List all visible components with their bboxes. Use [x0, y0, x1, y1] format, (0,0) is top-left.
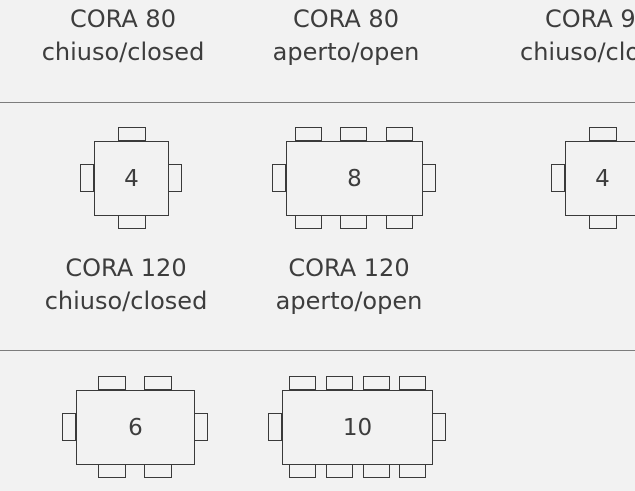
model-state: chiuso/closed: [41, 38, 205, 66]
seat: [422, 164, 436, 192]
seat: [289, 376, 316, 390]
capacity-number: 4: [124, 165, 139, 192]
model-name: CORA 120: [65, 254, 187, 282]
seat: [399, 464, 426, 478]
capacity-number: 8: [347, 165, 362, 192]
seat: [363, 464, 390, 478]
table-diagram-cora120-open: 10: [268, 376, 446, 478]
model-label-cora120-open: CORA 120 aperto/open: [239, 252, 459, 318]
model-name: CORA 80: [70, 5, 176, 33]
table-top: [286, 141, 423, 216]
seat: [194, 413, 208, 441]
table-diagram-cora120-closed: 6: [62, 376, 208, 478]
model-label-cora80-open: CORA 80 aperto/open: [236, 3, 456, 69]
seat: [589, 127, 617, 141]
model-name: CORA 80: [293, 5, 399, 33]
seat: [62, 413, 76, 441]
table-top: [565, 141, 635, 216]
model-label-cora9x-closed: CORA 9 chiuso/clo: [520, 3, 635, 69]
model-state: chiuso/closed: [44, 287, 208, 315]
model-label-cora120-closed: CORA 120 chiuso/closed: [16, 252, 236, 318]
seat: [386, 127, 413, 141]
seat: [268, 413, 282, 441]
section-divider: [0, 102, 635, 103]
seat: [98, 464, 126, 478]
table-diagram-cora80-closed: 4: [80, 127, 184, 229]
capacity-number: 6: [128, 414, 143, 441]
model-name: CORA 120: [288, 254, 410, 282]
seat: [144, 464, 172, 478]
table-top: [94, 141, 169, 216]
seat: [118, 127, 146, 141]
model-state: chiuso/clo: [520, 38, 635, 66]
seat: [340, 127, 367, 141]
table-top: [282, 390, 433, 465]
seat: [98, 376, 126, 390]
capacity-number: 4: [595, 165, 610, 192]
seat: [386, 215, 413, 229]
seat: [289, 464, 316, 478]
seat: [326, 376, 353, 390]
table-diagram-cora80-open: 8: [272, 127, 436, 229]
seat: [118, 215, 146, 229]
seat: [432, 413, 446, 441]
model-state: aperto/open: [272, 38, 420, 66]
seat: [326, 464, 353, 478]
seat: [551, 164, 565, 192]
seat: [589, 215, 617, 229]
seat: [295, 127, 322, 141]
section-divider: [0, 350, 635, 351]
model-state: aperto/open: [275, 287, 423, 315]
seat: [295, 215, 322, 229]
table-diagram-cora9x-closed: 4: [551, 127, 635, 229]
table-top: [76, 390, 195, 465]
seat: [272, 164, 286, 192]
seat: [144, 376, 172, 390]
capacity-number: 10: [342, 414, 373, 441]
seat: [80, 164, 94, 192]
seat: [399, 376, 426, 390]
model-name: CORA 9: [545, 5, 635, 33]
seat: [168, 164, 182, 192]
model-label-cora80-closed: CORA 80 chiuso/closed: [13, 3, 233, 69]
seat: [363, 376, 390, 390]
seat: [340, 215, 367, 229]
